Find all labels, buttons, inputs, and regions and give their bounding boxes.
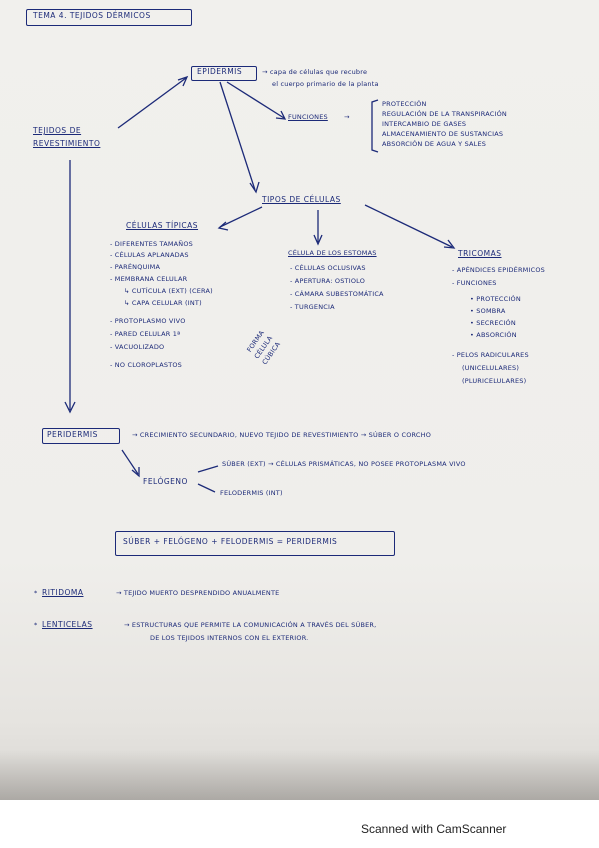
arrow-to-felogeno xyxy=(121,449,139,475)
tipicas-item: - VACUOLIZADO xyxy=(110,343,165,351)
tricomas-item: - APÉNDICES EPIDÉRMICOS xyxy=(452,266,545,274)
suber-line: SÚBER (EXT) → CÉLULAS PRISMÁTICAS, NO PO… xyxy=(222,460,466,468)
title-box xyxy=(26,9,192,26)
arrow-to-tipicas xyxy=(219,206,263,228)
arrowhead xyxy=(443,239,456,249)
estomas-item: - TURGENCIA xyxy=(290,303,335,311)
equation-box xyxy=(115,531,395,556)
felogeno-label: FELÓGENO xyxy=(143,477,188,486)
arrow-to-epidermis xyxy=(117,77,187,129)
arrow-to-funciones xyxy=(226,81,285,119)
estomas-item: - CÁMARA SUBESTOMÁTICA xyxy=(290,290,384,298)
epidermis-definition-line-2: el cuerpo primario de la planta xyxy=(272,80,379,88)
funcion-item: REGULACIÓN DE LA TRANSPIRACIÓN xyxy=(382,110,507,118)
arrow-felogeno-felodermis xyxy=(197,483,216,493)
tipicas-item: - PARÉNQUIMA xyxy=(110,263,161,271)
scanned-page xyxy=(0,0,599,800)
tricomas-item: - FUNCIONES xyxy=(452,279,497,287)
note-bullet: * xyxy=(34,621,38,629)
funcion-item: PROTECCIÓN xyxy=(382,100,427,108)
equation-text: SÚBER + FELÓGENO + FELODERMIS = PERIDERM… xyxy=(123,537,338,546)
tipos-label: TIPOS DE CÉLULAS xyxy=(262,195,341,204)
arrow-to-tricomas xyxy=(364,204,453,248)
camscanner-footer: Scanned with CamScanner xyxy=(361,822,507,836)
estomas-item: - APERTURA: OSTIOLO xyxy=(290,277,366,285)
tricomas-item: • SOMBRA xyxy=(470,307,506,315)
tricomas-item: (PLURICELULARES) xyxy=(462,377,527,385)
arrowhead xyxy=(177,75,189,87)
tipicas-item: - PARED CELULAR 1ª xyxy=(110,330,181,338)
page-edge-shadow xyxy=(0,750,599,800)
arrowhead xyxy=(131,467,140,478)
tricomas-item: • PROTECCIÓN xyxy=(470,295,521,303)
diagram-arrows xyxy=(64,75,456,493)
page-title: TEMA 4. TEJIDOS DÉRMICOS xyxy=(33,11,151,20)
note-text-lenticelas: → ESTRUCTURAS QUE PERMITE LA COMUNICACIÓ… xyxy=(124,621,377,629)
arrow-felogeno-suber xyxy=(197,465,219,473)
arrowhead xyxy=(249,181,260,194)
epidermis-definition-line-1: → capa de células que recubre xyxy=(262,68,368,76)
epidermis-label: EPIDERMIS xyxy=(197,67,243,76)
tricomas-item: • ABSORCIÓN xyxy=(470,331,517,339)
tipicas-item: - DIFERENTES TAMAÑOS xyxy=(110,240,194,248)
note-text-lenticelas-2: DE LOS TEJIDOS INTERNOS CON EL EXTERIOR. xyxy=(150,634,309,642)
funcion-item: INTERCAMBIO DE GASES xyxy=(382,120,467,128)
note-text-ritidoma: → TEJIDO MUERTO DESPRENDIDO ANUALMENTE xyxy=(116,589,280,597)
tricomas-label: TRICOMAS xyxy=(458,249,502,258)
funcion-item: ABSORCIÓN DE AGUA Y SALES xyxy=(382,140,487,148)
estomas-item: - CÉLULAS OCLUSIVAS xyxy=(290,264,366,272)
epidermis-box xyxy=(191,66,257,81)
arrowhead xyxy=(275,110,287,120)
tipicas-item: ↳ CAPA CELULAR (INT) xyxy=(124,299,202,307)
funciones-arrow-text: → xyxy=(344,113,350,121)
tipicas-item: - PROTOPLASMO VIVO xyxy=(110,317,186,325)
arrow-to-tipos xyxy=(219,81,256,191)
peridermis-box xyxy=(42,428,120,444)
note-bullet: * xyxy=(34,589,38,597)
tipicas-label: CÉLULAS TÍPICAS xyxy=(126,221,199,230)
funciones-label: FUNCIONES xyxy=(288,113,328,121)
note-term-ritidoma: RITIDOMA xyxy=(42,588,84,597)
peridermis-definition: → CRECIMIENTO SECUNDARIO, NUEVO TEJIDO D… xyxy=(132,431,432,439)
tricomas-item: (UNICELULARES) xyxy=(462,364,520,372)
tipicas-item: - NO CLOROPLASTOS xyxy=(110,361,183,369)
arrowhead xyxy=(217,221,229,231)
node-tejidos-line-2: REVESTIMIENTO xyxy=(33,139,101,148)
felodermis-line: FELODERMIS (INT) xyxy=(220,489,283,497)
tricomas-item: - PELOS RADICULARES xyxy=(452,351,529,359)
estomas-label: CÉLULA DE LOS ESTOMAS xyxy=(288,249,377,257)
node-tejidos-line-1: TEJIDOS DE xyxy=(33,126,82,135)
peridermis-label: PERIDERMIS xyxy=(47,430,98,439)
tipicas-item: ↳ CUTÍCULA (EXT) (CERA) xyxy=(124,287,213,295)
note-term-lenticelas: LENTICELAS xyxy=(42,620,93,629)
tipicas-item: - CÉLULAS APLANADAS xyxy=(110,251,189,259)
arrowhead xyxy=(313,234,323,246)
tricomas-item: • SECRECIÓN xyxy=(470,319,516,327)
funcion-item: ALMACENAMIENTO DE SUSTANCIAS xyxy=(382,130,504,138)
tipicas-item: - MEMBRANA CELULAR xyxy=(110,275,188,283)
arrowhead xyxy=(64,401,76,414)
funciones-bracket xyxy=(371,99,379,153)
